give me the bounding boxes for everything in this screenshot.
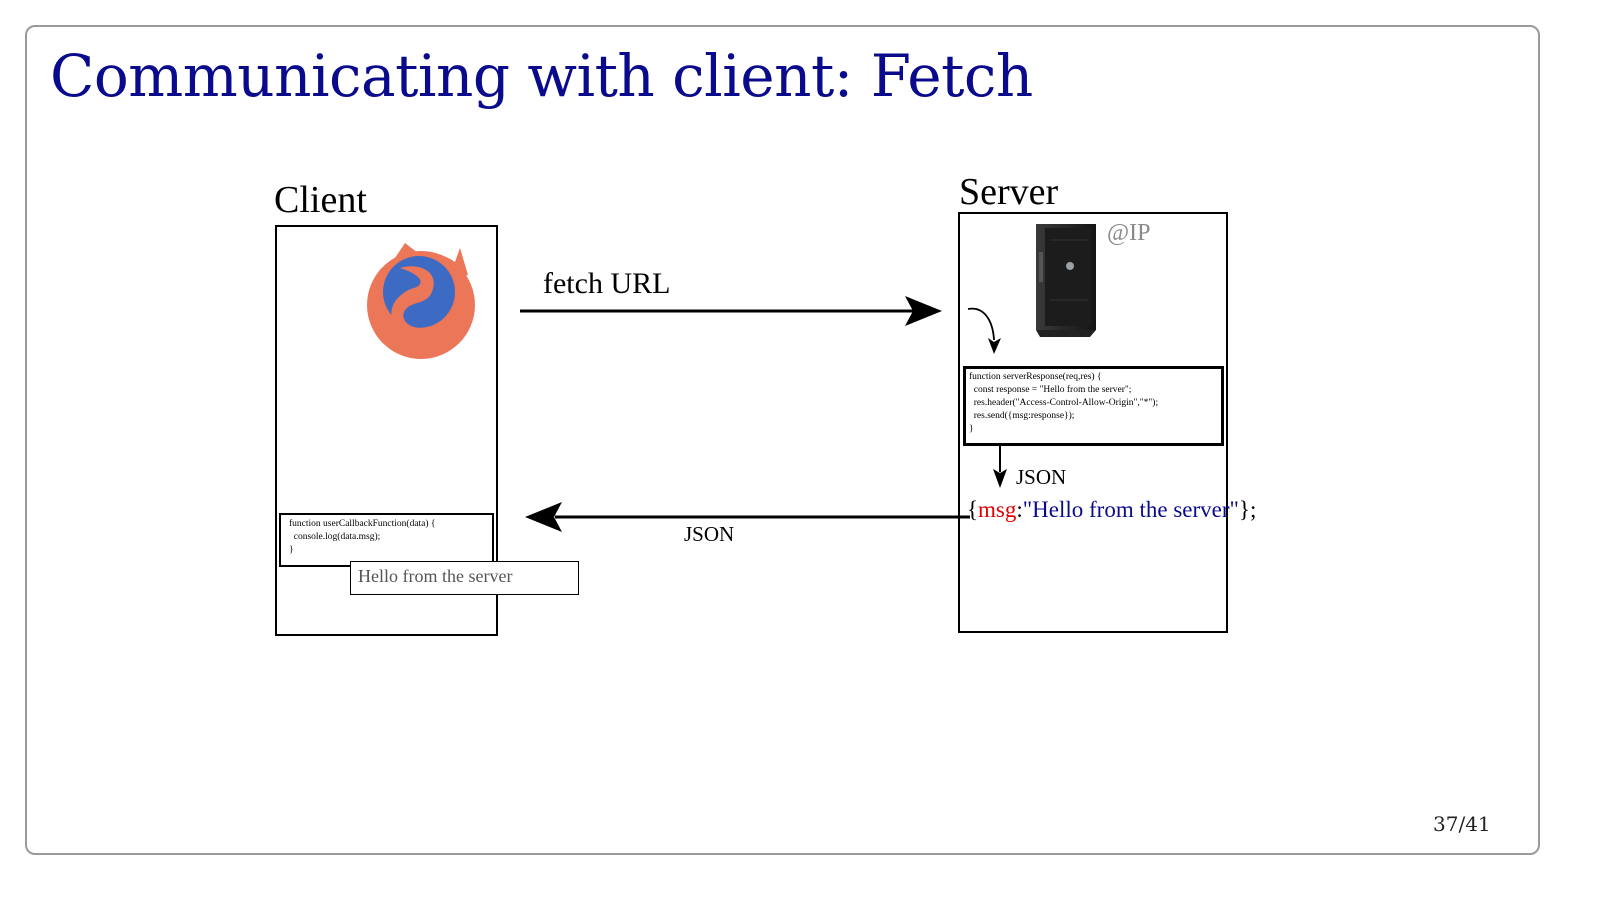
slide-frame xyxy=(25,25,1540,855)
response-json-label: JSON xyxy=(684,522,735,546)
code-line: res.header("Access-Control-Allow-Origin"… xyxy=(969,398,1159,408)
page-number: 37/41 xyxy=(1433,812,1491,836)
json-string: "Hello from the server" xyxy=(1022,497,1239,522)
code-line: function serverResponse(req,res) { xyxy=(969,372,1102,382)
code-line: res.send({msg:response}); xyxy=(969,411,1075,421)
fetch-request-arrow xyxy=(520,296,942,326)
code-line: console.log(data.msg); xyxy=(289,532,381,542)
server-label: Server xyxy=(959,171,1059,213)
json-open-brace: { xyxy=(967,497,979,522)
slide-title: Communicating with client: Fetch xyxy=(50,42,1033,110)
json-colon: : xyxy=(1016,497,1023,522)
client-label: Client xyxy=(274,179,367,221)
code-line: } xyxy=(969,424,974,434)
server-tower-icon xyxy=(1036,224,1096,337)
json-key: msg xyxy=(978,497,1017,522)
request-handler-arrow xyxy=(967,307,1001,354)
server-json-label: JSON xyxy=(1016,465,1067,489)
server-code-block: function serverResponse(req,res) { const… xyxy=(963,366,1224,446)
console-output: Hello from the server xyxy=(350,561,579,595)
client-box xyxy=(275,225,498,636)
server-box xyxy=(958,212,1228,633)
fetch-url-label: fetch URL xyxy=(543,267,671,300)
code-line: const response = "Hello from the server"… xyxy=(969,385,1132,395)
code-line: function userCallbackFunction(data) { xyxy=(289,519,436,529)
code-line: } xyxy=(289,545,294,555)
client-code-block: function userCallbackFunction(data) { co… xyxy=(279,513,494,567)
firefox-icon xyxy=(367,243,475,359)
json-value: {msg:"Hello from the server"}; xyxy=(967,497,1256,523)
server-address: @IP xyxy=(1107,220,1151,246)
json-response-arrow xyxy=(525,502,970,532)
json-close-brace: }; xyxy=(1238,497,1257,522)
